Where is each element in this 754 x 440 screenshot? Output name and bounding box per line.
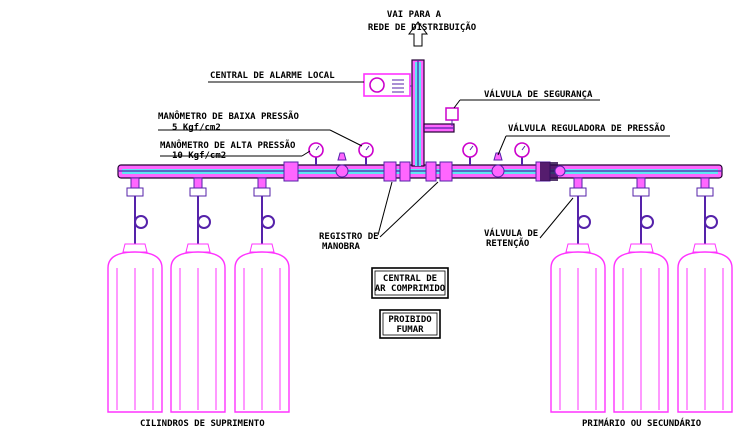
cylinder (550, 177, 606, 413)
left-cylinder-group (107, 177, 290, 413)
compressed-air-sign-line1: CENTRAL DE (383, 274, 437, 284)
distribution-label-line1: VAI PARA A (387, 10, 442, 20)
alarm-label: CENTRAL DE ALARME LOCAL (210, 71, 335, 81)
safety-valve-icon (445, 107, 459, 126)
cylinder (170, 177, 226, 413)
pressure-regulator-left (335, 152, 349, 178)
right-cylinder-group (550, 177, 733, 413)
main-manifold-pipe (117, 164, 723, 179)
cylinder (613, 177, 669, 413)
primary-secondary-label: PRIMÁRIO OU SECUNDÁRIO (582, 417, 702, 429)
low-gauge-label-line1: MANÔMETRO DE BAIXA PRESSÃO (158, 110, 299, 122)
distribution-arrow-icon (408, 21, 428, 47)
cylinder (677, 177, 733, 413)
supply-cylinders-label: CILINDROS DE SUPRIMENTO (140, 419, 265, 429)
registro-label-line2: MANOBRA (322, 242, 361, 252)
low-pressure-gauge-left (358, 142, 374, 165)
leader-lines (158, 81, 670, 239)
cylinder (234, 177, 290, 413)
regulator-valve-label: VÁLVULA REGULADORA DE PRESSÃO (508, 122, 666, 134)
low-pressure-gauge-right (462, 142, 478, 165)
low-gauge-label-line2: 5 Kgf/cm2 (172, 123, 221, 133)
safety-valve-label: VÁLVULA DE SEGURANÇA (484, 88, 593, 100)
high-pressure-gauge-right (514, 142, 530, 165)
cylinder (107, 177, 163, 413)
no-smoking-sign: PROIBIDO FUMAR (379, 309, 441, 339)
no-smoking-sign-line1: PROIBIDO (388, 315, 432, 325)
high-pressure-gauge-left (308, 142, 324, 165)
high-gauge-label-line2: 10 Kgf/cm2 (172, 151, 226, 161)
check-valve-label-line2: RETENÇÃO (486, 238, 530, 249)
high-gauge-label-line1: MANÔMETRO DE ALTA PRESSÃO (160, 139, 296, 151)
distribution-riser (411, 59, 455, 167)
registro-label-line1: REGISTRO DE (319, 232, 379, 242)
check-valve-label-line1: VÁLVULA DE (484, 227, 538, 239)
distribution-label-line2: REDE DE DISTRIBUIÇÃO (368, 22, 477, 33)
compressed-air-sign: CENTRAL DE AR COMPRIMIDO (371, 267, 449, 299)
no-smoking-sign-line2: FUMAR (396, 325, 424, 335)
compressed-air-sign-line2: AR COMPRIMIDO (375, 284, 446, 294)
manifold-fittings (283, 161, 566, 182)
alarm-panel (363, 73, 412, 97)
pressure-regulator-right (491, 152, 505, 178)
